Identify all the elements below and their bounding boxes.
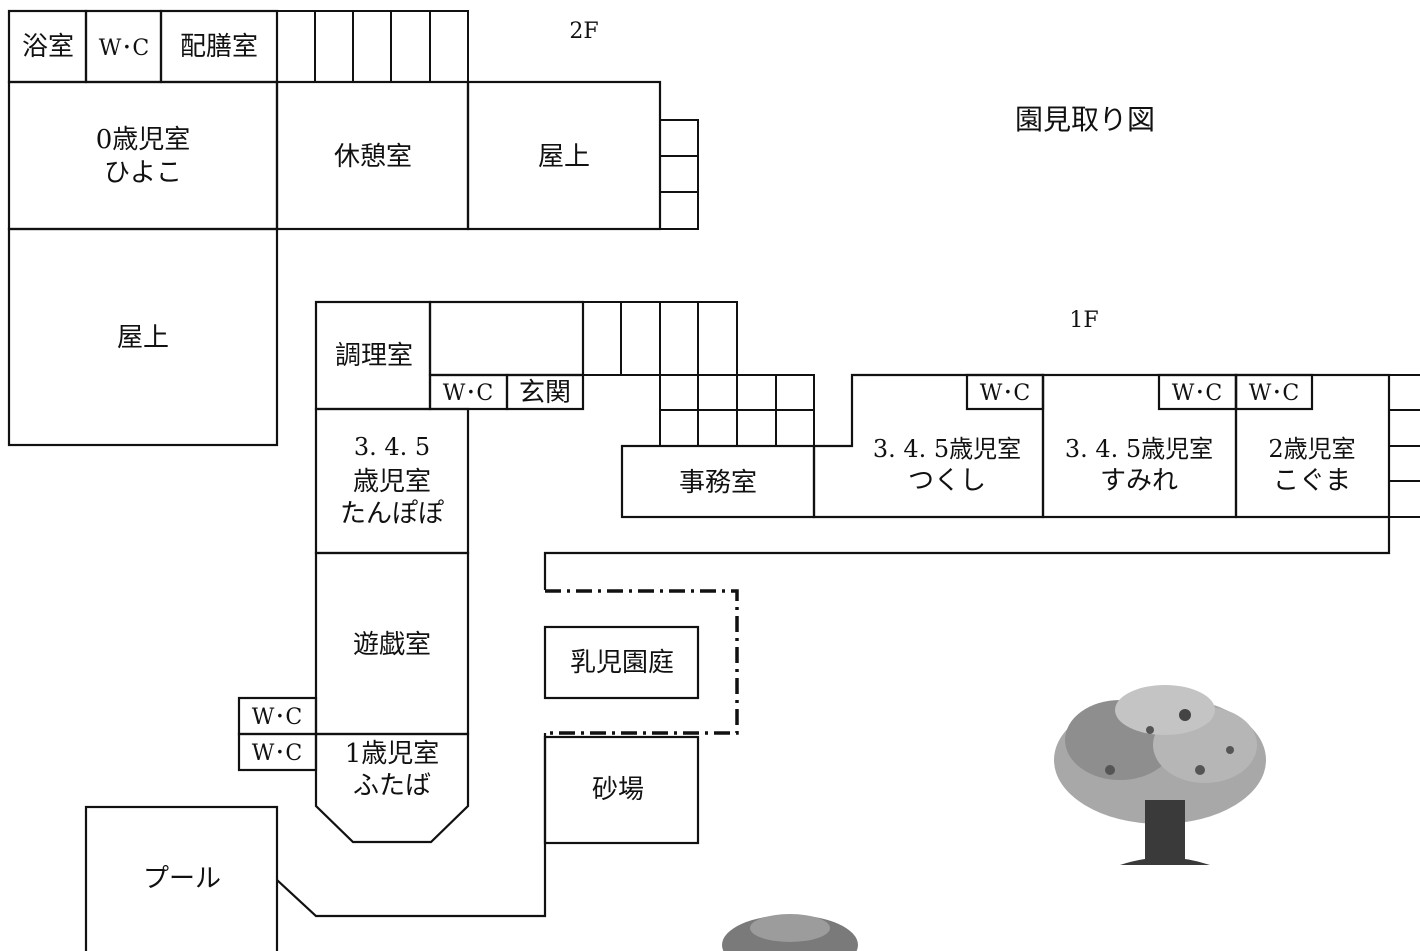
label-infant-garden: 乳児園庭 [570,648,674,678]
label-serving: 配膳室 [180,32,258,62]
label-koguma-line1: 2歳児室 [1268,435,1355,463]
label-lounge: 休憩室 [334,142,412,172]
label-playroom: 遊戯室 [353,630,431,660]
label-futaba-line1: 1歳児室 [345,739,440,769]
label-bath: 浴室 [22,32,74,62]
label-wc-upper: W･C [252,705,302,730]
label-tanpopo-line1: 3. 4. 5 [354,433,430,461]
infant-garden-boundary [545,589,739,735]
room-entrance [505,373,585,411]
label-tsukushi-line1: 3. 4. 5歳児室 [873,435,1021,463]
label-tanpopo-line2: 歳児室 [353,467,431,497]
label-sumire-line1: 3. 4. 5歳児室 [1065,435,1213,463]
room-age0 [7,80,279,231]
corridor-wall [543,517,1391,590]
tree-icon [722,914,858,951]
room-futaba [314,732,470,844]
label-age0-line1: 0歳児室 [96,125,191,155]
room-infant-garden [543,625,700,700]
label-tanpopo-line3: たんぽぽ [340,499,444,529]
room-rooftop-b [7,227,279,447]
label-office: 事務室 [679,468,757,498]
label-pool: プール [143,864,221,894]
stair-icon [1388,374,1420,518]
stair-icon [659,374,815,447]
label-wc-2f: W･C [99,36,149,61]
stair-icon [276,10,469,83]
stair-icon [659,119,699,230]
label-koguma-line2: こぐま [1273,466,1351,496]
label-rooftop-b: 屋上 [117,323,169,353]
floor-label-1f: 1F [1069,308,1098,333]
room-pool [84,805,279,951]
page-title: 園見取り図 [1015,103,1155,136]
room-sandbox [543,735,700,845]
label-age0-line2: ひよこ [104,158,182,188]
label-rooftop-a: 屋上 [538,142,590,172]
label-sandbox: 砂場 [592,775,644,805]
label-koguma-wc: W･C [1249,381,1299,406]
label-sumire-wc: W･C [1172,381,1222,406]
floor-1f [84,300,1420,951]
label-kitchen: 調理室 [335,341,413,371]
label-wc-entrance: W･C [443,381,493,406]
floor-label-2f: 2F [569,19,598,44]
label-sumire-line2: すみれ [1100,466,1178,496]
label-tsukushi-line2: つくし [908,466,986,496]
label-futaba-line2: ふたば [353,771,431,801]
room-koguma-wc [1234,373,1314,411]
tree-icon [1054,685,1266,865]
room-hall [428,300,585,377]
label-tsukushi-wc: W･C [980,381,1030,406]
floor-2f [7,9,699,447]
label-wc-lower: W･C [252,741,302,766]
label-entrance: 玄関 [519,378,571,408]
stair-icon [582,301,738,376]
